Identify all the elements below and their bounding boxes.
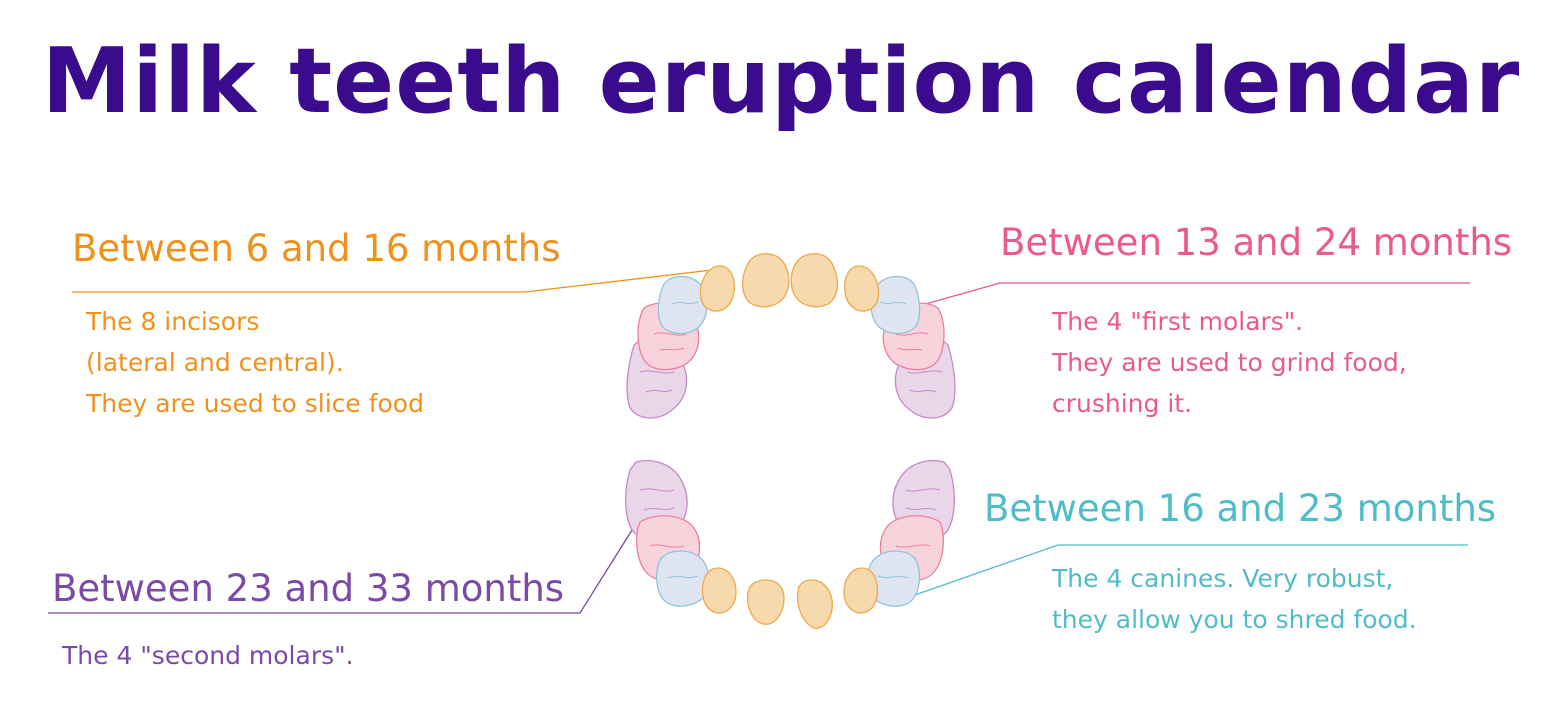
lower-left-central-incisor — [746, 579, 785, 625]
canines-description-line: they allow you to shred food. — [1052, 605, 1417, 634]
lower-right-second-molar-groove — [905, 488, 941, 511]
incisors-heading: Between 6 and 16 months — [72, 227, 561, 270]
lower-right-lateral-incisor — [843, 567, 879, 614]
second-molars-description: The 4 "second molars". — [62, 635, 354, 676]
first-molars-heading: Between 13 and 24 months — [1000, 221, 1513, 264]
lower-right-canine-groove — [877, 575, 909, 579]
lower-jaw — [625, 459, 955, 629]
lower-right-central-incisor — [796, 579, 833, 629]
upper-jaw — [626, 253, 956, 419]
canines-description: The 4 canines. Very robust, they allow y… — [1052, 558, 1417, 640]
upper-left-lateral-incisor — [699, 265, 736, 312]
upper-left-first-molar-groove — [653, 332, 687, 351]
canines-heading: Between 16 and 23 months — [984, 487, 1497, 530]
upper-right-lateral-incisor — [843, 265, 880, 312]
lower-left-canine — [655, 550, 710, 607]
upper-left-canine — [657, 275, 708, 335]
first-molars-description-line: crushing it. — [1052, 389, 1193, 418]
first-molars-description: The 4 "first molars". They are used to g… — [1052, 301, 1407, 424]
first-molars-description-line: They are used to grind food, — [1052, 348, 1407, 377]
lower-left-first-molar-groove — [649, 544, 685, 548]
lower-right-first-molar-groove — [895, 544, 931, 548]
lower-left-lateral-incisor — [701, 567, 737, 614]
connector-lines — [48, 269, 1470, 614]
upper-right-canine — [870, 275, 921, 335]
canines-connector — [911, 544, 1468, 597]
canines-description-line: The 4 canines. Very robust, — [1052, 564, 1394, 593]
second-molars-connector — [48, 529, 633, 614]
upper-left-second-molar-groove — [639, 370, 675, 393]
first-molars-description-line: The 4 "first molars". — [1052, 307, 1304, 336]
upper-right-central-incisor — [790, 253, 839, 308]
upper-right-second-molar-groove — [907, 370, 943, 393]
incisors-description-line: They are used to slice food — [86, 389, 424, 418]
incisors-description-line: (lateral and central). — [86, 348, 344, 377]
upper-left-central-incisor — [741, 253, 790, 308]
incisors-connector — [72, 269, 713, 293]
second-molars-description-line: The 4 "second molars". — [62, 641, 354, 670]
lower-left-canine-groove — [667, 575, 699, 579]
second-molars-heading: Between 23 and 33 months — [52, 567, 565, 610]
upper-right-canine-groove — [879, 301, 907, 305]
lower-left-second-molar-groove — [639, 488, 675, 511]
upper-left-canine-groove — [671, 301, 699, 305]
page-title: Milk teeth eruption calendar — [41, 29, 1521, 134]
upper-right-first-molar-groove — [895, 332, 929, 351]
incisors-description-line: The 8 incisors — [86, 307, 260, 336]
incisors-description: The 8 incisors (lateral and central). Th… — [86, 301, 424, 424]
first-molars-connector — [921, 282, 1470, 306]
